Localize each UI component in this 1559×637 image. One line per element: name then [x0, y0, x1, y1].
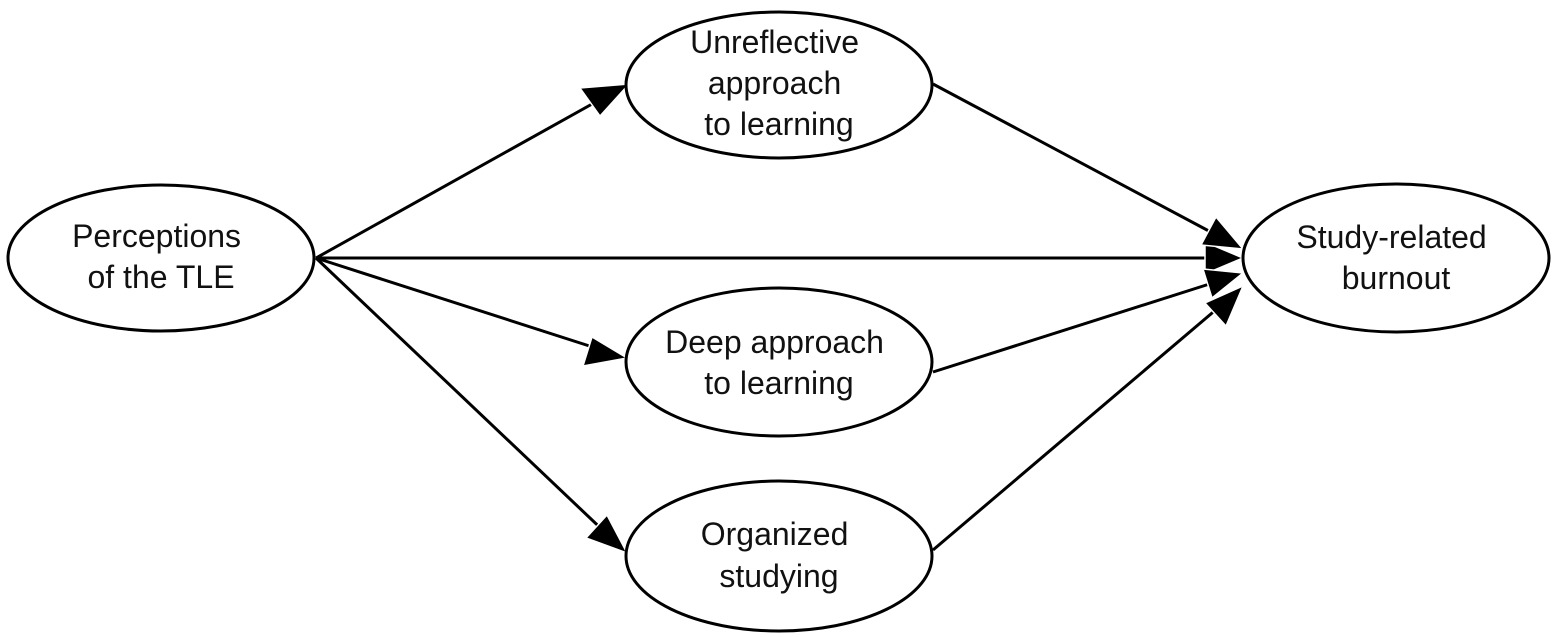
- node-label-line: Study-related: [1296, 219, 1486, 255]
- arrowhead: [581, 335, 630, 367]
- arrowhead: [578, 83, 631, 118]
- node-ellipse: [624, 479, 934, 633]
- node-label: Organized studying: [701, 516, 858, 594]
- arrowhead: [584, 513, 629, 555]
- node-label-line: of the TLE: [87, 259, 234, 295]
- arrowhead: [1201, 268, 1245, 300]
- edge-tle-to-unreflective: [315, 83, 631, 260]
- node-deep-approach: Deep approach to learning: [624, 286, 934, 438]
- node-label: Study-related burnout: [1296, 219, 1495, 296]
- node-label-line: burnout: [1342, 260, 1451, 296]
- node-organized-studying: Organized studying: [624, 479, 934, 633]
- edge-tle-to-deep: [315, 256, 630, 367]
- node-ellipse: [624, 10, 934, 160]
- node-ellipse: [6, 183, 316, 333]
- node-label-line: studying: [719, 558, 838, 594]
- node-study-related-burnout: Study-related burnout: [1241, 182, 1551, 334]
- edge-deep-to-burnout: [932, 268, 1245, 374]
- edges: [314, 82, 1245, 555]
- edge-unreflective-to-burnout: [932, 82, 1245, 250]
- node-label-line: to learning: [704, 365, 853, 401]
- arrowhead: [1204, 240, 1245, 276]
- node-label-line: Perceptions: [72, 218, 241, 254]
- edge-tle-to-organized: [314, 256, 629, 555]
- node-label-line: Unreflective: [690, 24, 859, 60]
- node-label-line: approach: [708, 65, 841, 101]
- node-unreflective-approach: Unreflective approach to learning: [624, 10, 934, 160]
- edge-tle-to-burnout: [316, 240, 1245, 276]
- node-label: Deep approach to learning: [665, 324, 893, 401]
- node-label: Perceptions of the TLE: [72, 218, 250, 295]
- arrowhead: [1199, 215, 1245, 250]
- arrowhead: [1203, 284, 1245, 328]
- node-ellipse: [624, 286, 934, 438]
- node-label-line: to learning: [704, 106, 853, 142]
- node-ellipse: [1241, 182, 1551, 334]
- edge-organized-to-burnout: [932, 284, 1245, 552]
- node-label: Unreflective approach to learning: [690, 24, 868, 142]
- node-perceptions-of-tle: Perceptions of the TLE: [6, 183, 316, 333]
- node-label-line: Deep approach: [665, 324, 884, 360]
- node-label-line: Organized: [701, 516, 849, 552]
